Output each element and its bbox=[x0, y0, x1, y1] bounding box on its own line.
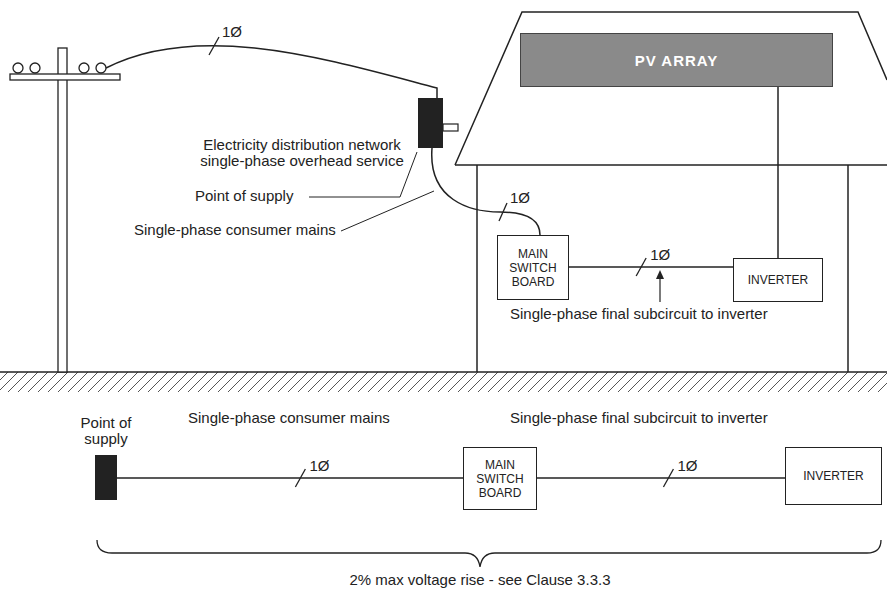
switchboard-box: MAIN SWITCH BOARD bbox=[463, 447, 537, 510]
span-brace bbox=[97, 540, 881, 567]
phase-slash bbox=[295, 469, 305, 487]
ground-hatch bbox=[0, 372, 887, 392]
arrow-head bbox=[656, 270, 664, 279]
phase-label: 1Ø bbox=[675, 457, 699, 474]
annotation-label: 1Ø bbox=[510, 190, 530, 206]
circuit-wire bbox=[537, 477, 785, 479]
annotation-label: 1Ø bbox=[222, 24, 242, 40]
house-roof bbox=[455, 12, 887, 165]
annotation-label: Single-phase final subcircuit to inverte… bbox=[510, 306, 768, 322]
meter-box bbox=[418, 98, 443, 148]
node-title: INVERTER bbox=[748, 273, 808, 287]
annotation-label: Point of supply bbox=[195, 188, 293, 204]
annotation-label: Single-phase final subcircuit to inverte… bbox=[510, 410, 768, 426]
node-title: PV ARRAY bbox=[635, 52, 719, 69]
power-pole bbox=[58, 48, 67, 372]
consumer-mains-wire bbox=[432, 148, 540, 235]
circuit-wire bbox=[777, 87, 779, 258]
annotation-label: Single-phase consumer mains bbox=[188, 410, 390, 426]
roof-eave bbox=[455, 164, 887, 166]
point-of-supply-box: Point of supply bbox=[95, 455, 117, 500]
switchboard-box: MAIN SWITCH BOARD bbox=[497, 235, 569, 300]
insulator bbox=[79, 63, 89, 73]
phase-slash bbox=[636, 258, 646, 276]
pv-array-panel: PV ARRAY bbox=[520, 33, 833, 87]
circuit-wire bbox=[569, 266, 733, 268]
node-title: MAIN SWITCH BOARD bbox=[502, 247, 564, 289]
insulator bbox=[13, 63, 23, 73]
house-wall bbox=[476, 165, 478, 372]
node-title: MAIN SWITCH BOARD bbox=[468, 458, 532, 500]
phase-slash bbox=[499, 203, 507, 221]
phase-label: 1Ø bbox=[648, 246, 672, 263]
insulator bbox=[96, 63, 106, 73]
inverter-box: INVERTER bbox=[785, 447, 882, 505]
node-title: Point of supply bbox=[69, 415, 143, 447]
annotation-label: Electricity distribution network single-… bbox=[190, 137, 414, 169]
leader-arrow bbox=[659, 278, 660, 302]
overhead-service-wire bbox=[106, 46, 437, 98]
inverter-box: INVERTER bbox=[733, 258, 823, 302]
annotation-label: Single-phase consumer mains bbox=[134, 222, 336, 238]
house-wall bbox=[847, 165, 849, 372]
meter-bracket bbox=[443, 124, 458, 131]
node-title: INVERTER bbox=[803, 469, 863, 483]
phase-slash bbox=[209, 37, 219, 55]
phase-slash bbox=[663, 469, 673, 487]
ground-line bbox=[0, 371, 887, 373]
cross-arm bbox=[10, 74, 120, 80]
annotation-label: 2% max voltage rise - see Clause 3.3.3 bbox=[240, 572, 720, 588]
insulator bbox=[30, 63, 40, 73]
leader-line bbox=[341, 191, 434, 231]
phase-label: 1Ø bbox=[307, 457, 331, 474]
circuit-wire bbox=[117, 477, 463, 479]
